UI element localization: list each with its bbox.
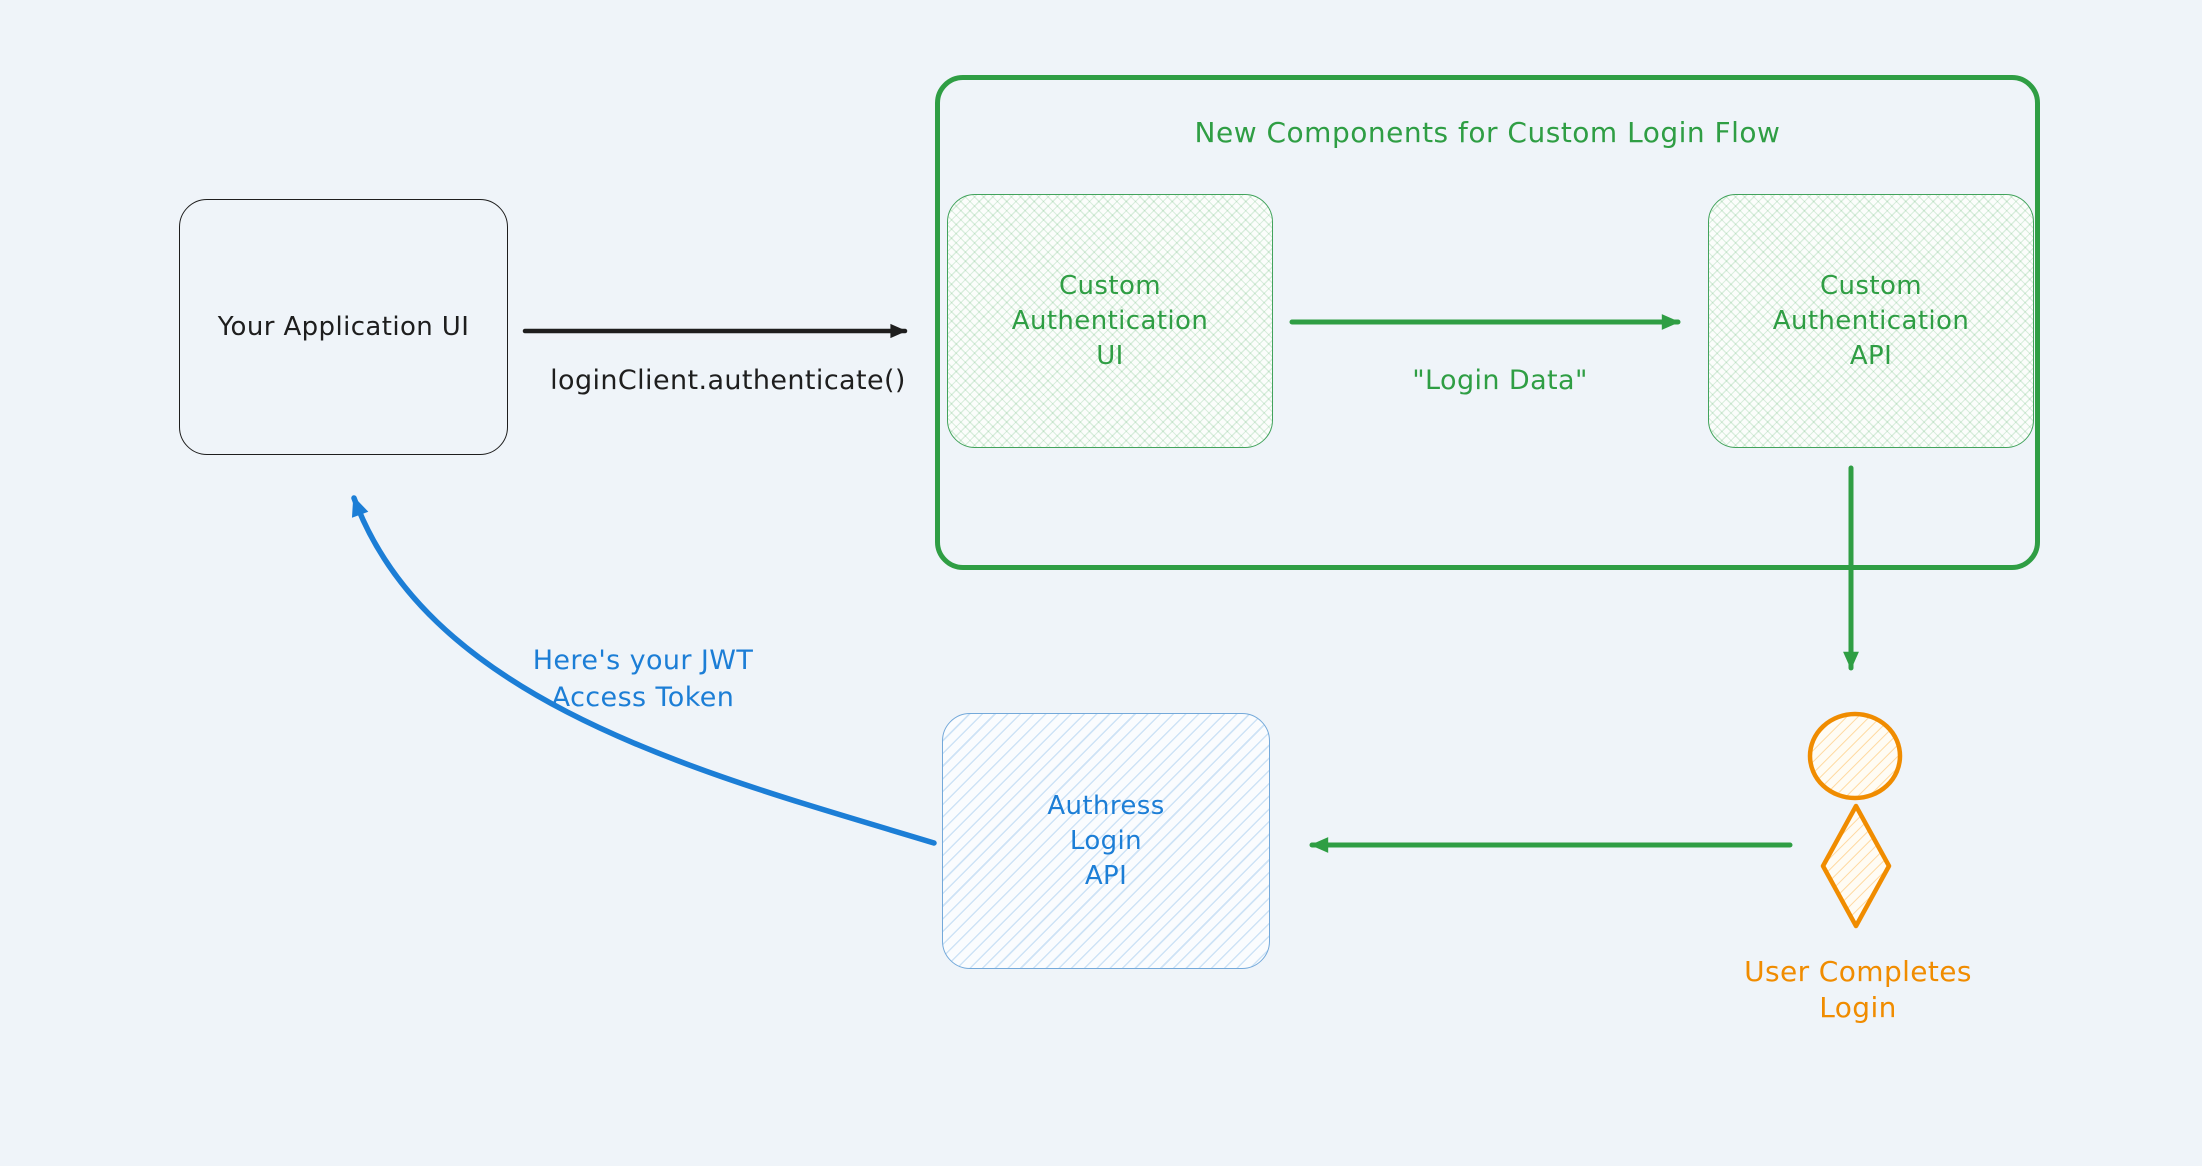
user-head-icon — [1807, 711, 1903, 801]
custom-authentication-ui-label: Custom Authentication UI — [1011, 270, 1209, 371]
user-icon — [1807, 711, 1903, 929]
your-application-ui-node: Your Application UI — [179, 199, 508, 455]
user-completes-login-label: User Completes Login — [1744, 955, 1972, 1024]
authress-login-api-label: Authress Login API — [1047, 790, 1165, 891]
group-title: New Components for Custom Login Flow — [1194, 116, 1781, 149]
authress-login-api-node: Authress Login API — [942, 713, 1270, 969]
login-data-label: "Login Data" — [1412, 365, 1588, 396]
custom-login-flow-group — [935, 75, 2040, 570]
custom-authentication-api-node: Custom Authentication API — [1708, 194, 2034, 448]
jwt-access-token-label: Here's your JWT Access Token — [532, 645, 754, 713]
authenticate-call-label: loginClient.authenticate() — [550, 365, 906, 396]
your-application-ui-label: Your Application UI — [217, 311, 470, 342]
user-body-icon — [1820, 803, 1892, 929]
custom-authentication-ui-node: Custom Authentication UI — [947, 194, 1273, 448]
custom-authentication-api-label: Custom Authentication API — [1772, 270, 1970, 371]
